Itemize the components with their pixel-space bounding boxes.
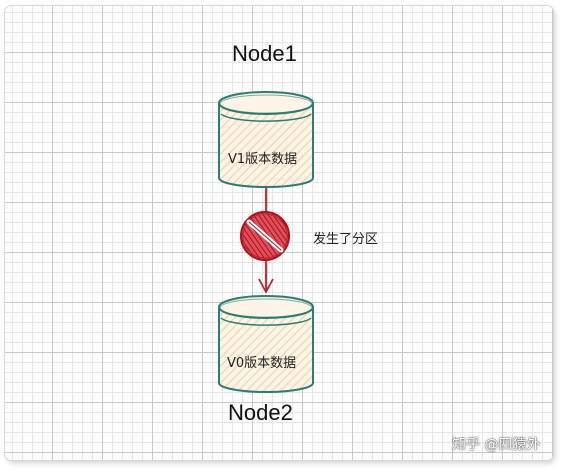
node1-cylinder <box>218 91 314 188</box>
node1-title: Node1 <box>232 41 297 66</box>
partition-label: 发生了分区 <box>313 232 379 247</box>
node1-content: V1版本数据 <box>228 152 298 167</box>
node2-title: Node2 <box>228 400 293 425</box>
node2-content: V0版本数据 <box>227 356 297 371</box>
watermark: 知乎 @四猿外 <box>452 437 541 453</box>
node2-cylinder <box>218 295 314 393</box>
partition-blocked-icon <box>240 211 290 261</box>
